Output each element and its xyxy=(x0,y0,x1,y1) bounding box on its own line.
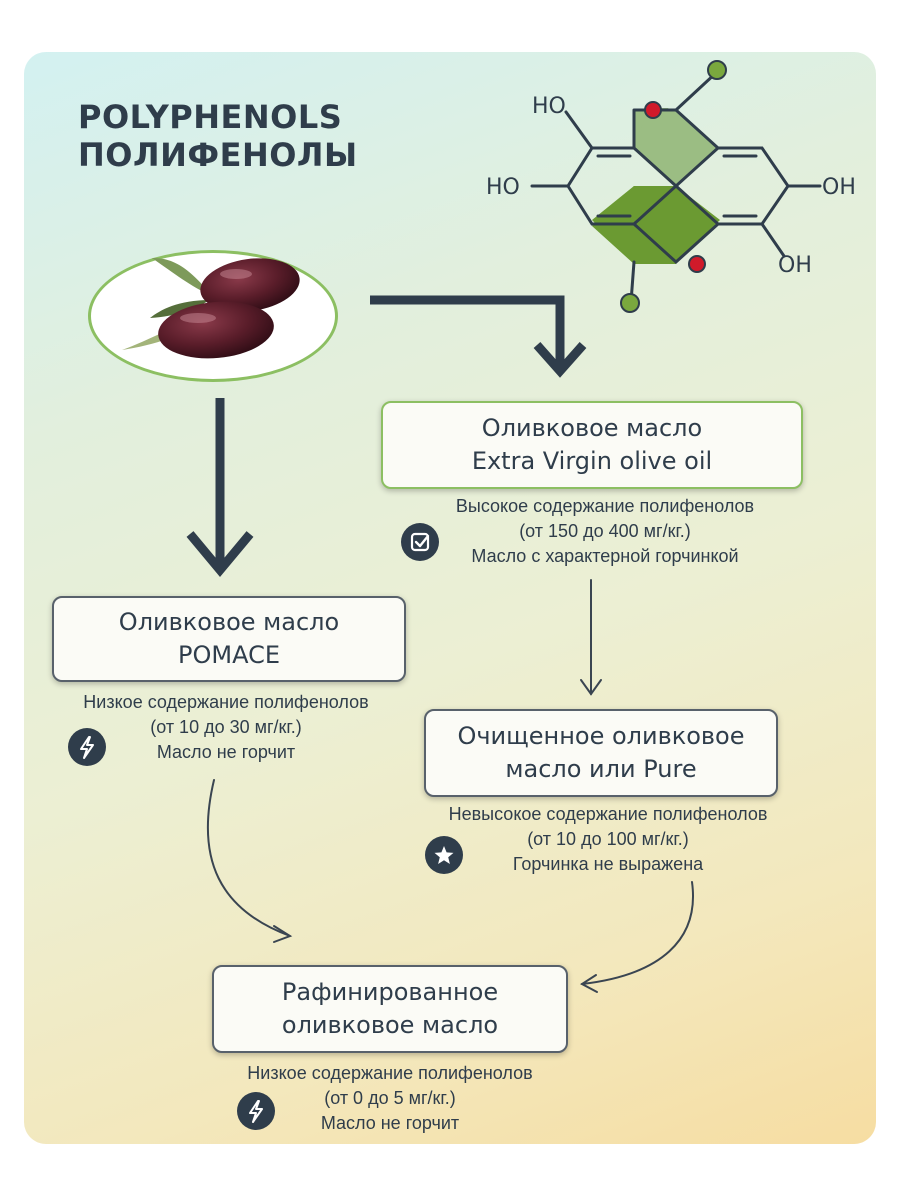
extra-virgin-box: Оливковое масло Extra Virgin olive oil xyxy=(381,401,803,489)
hydroxyl-label: OH xyxy=(778,253,812,278)
hydroxyl-label: HO xyxy=(486,175,520,200)
box-label: Оливковое масло xyxy=(118,608,340,636)
pomace-box: Оливковое масло POMACE xyxy=(52,596,406,682)
pomace-description: Низкое содержание полифенолов (от 10 до … xyxy=(46,690,406,765)
page-title: POLYPHENOLS ПОЛИФЕНОЛЫ xyxy=(78,98,358,174)
leaf xyxy=(152,258,212,296)
description-line: Масло с характерной горчинкой xyxy=(471,546,739,566)
description-line: Невысокое содержание полифенолов xyxy=(448,804,768,824)
description-line: (от 10 до 30 мг/кг.) xyxy=(150,717,302,737)
description-line: Низкое содержание полифенолов xyxy=(247,1063,533,1083)
description-line: Низкое содержание полифенолов xyxy=(83,692,369,712)
box-label: оливковое масло xyxy=(281,1011,499,1039)
description-line: (от 150 до 400 мг/кг.) xyxy=(519,521,691,541)
checkbox-icon xyxy=(401,523,439,561)
description-line: Масло не горчит xyxy=(156,742,296,762)
description-line: Высокое содержание полифенолов xyxy=(455,496,755,516)
lightning-icon xyxy=(68,728,106,766)
title-line-ru: ПОЛИФЕНОЛЫ xyxy=(78,136,358,174)
refined-description: Низкое содержание полифенолов (от 0 до 5… xyxy=(205,1061,575,1136)
curve-pomace-to-refined xyxy=(206,779,291,937)
oxygen-atom xyxy=(620,293,640,313)
box-label: Рафинированное xyxy=(281,978,499,1006)
oxygen-atom xyxy=(688,255,706,273)
extra-virgin-description: Высокое содержание полифенолов (от 150 д… xyxy=(420,494,790,569)
description-line: (от 0 до 5 мг/кг.) xyxy=(324,1088,456,1108)
box-label: Очищенное оливковое xyxy=(457,722,745,750)
title-line-en: POLYPHENOLS xyxy=(78,98,343,136)
hydroxyl-label: OH xyxy=(822,175,856,200)
box-label: Extra Virgin olive oil xyxy=(471,447,713,475)
oxygen-atom xyxy=(644,101,662,119)
description-line: Масло не горчит xyxy=(320,1113,460,1133)
refined-box: Рафинированное оливковое масло xyxy=(212,965,568,1053)
box-label: POMACE xyxy=(178,641,280,669)
box-label: Оливковое масло xyxy=(481,414,703,442)
box-label: масло или Pure xyxy=(505,755,697,783)
pure-description: Невысокое содержание полифенолов (от 10 … xyxy=(418,802,798,877)
curve-pure-to-refined xyxy=(581,881,694,985)
arrow-to-extra-virgin xyxy=(370,295,565,370)
hydroxyl-label: HO xyxy=(532,94,566,119)
oxygen-atom xyxy=(707,60,727,80)
pure-box: Очищенное оливковое масло или Pure xyxy=(424,709,778,797)
lightning-icon xyxy=(237,1092,275,1130)
leaf xyxy=(150,300,210,318)
star-icon xyxy=(425,836,463,874)
description-line: Горчинка не выражена xyxy=(512,854,704,874)
description-line: (от 10 до 100 мг/кг.) xyxy=(527,829,689,849)
